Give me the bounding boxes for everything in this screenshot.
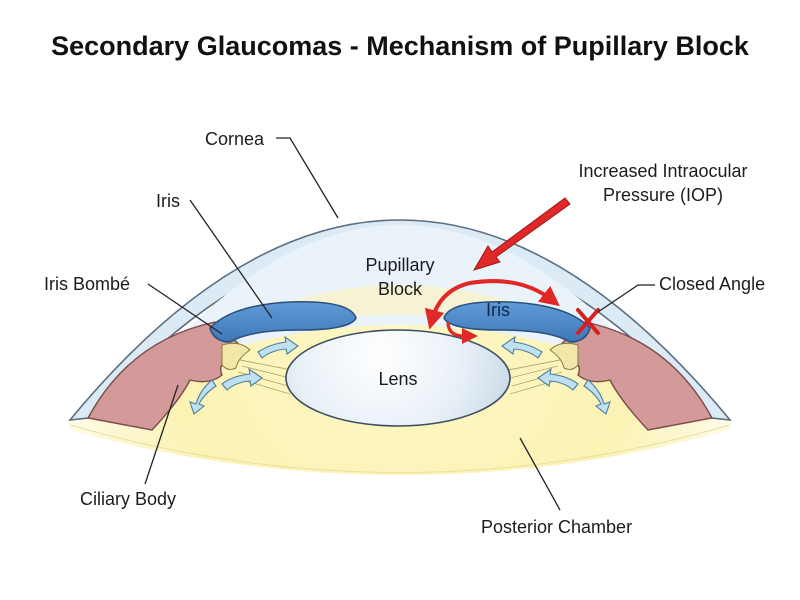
ciliary-process-left	[221, 342, 251, 370]
posterior-chamber-base-line	[69, 424, 731, 473]
flow-arrow-right-upper	[501, 335, 543, 359]
leader-iris-bombe	[147, 283, 223, 335]
flow-arrow-right-lower	[537, 367, 579, 391]
diagram-title: Secondary Glaucomas - Mechanism of Pupil…	[51, 31, 750, 61]
ciliary-body-right	[553, 321, 714, 431]
ciliary-body-left	[86, 321, 247, 431]
iop-arrow	[472, 197, 571, 271]
label-iris-bombe: Iris Bombé	[44, 274, 130, 294]
label-iris-inner: Iris	[486, 300, 510, 320]
leader-iris-left	[189, 199, 273, 319]
leader-closed-angle	[597, 284, 655, 313]
iris-left	[209, 301, 357, 343]
flow-arrow-right-outer	[583, 379, 611, 415]
pressure-arc-arrow	[424, 279, 560, 330]
label-ciliary-body: Ciliary Body	[80, 489, 176, 509]
label-iris-left: Iris	[156, 191, 180, 211]
label-posterior-chamber: Posterior Chamber	[481, 517, 632, 537]
label-iop-line1: Increased Intraocular	[578, 161, 747, 181]
lens	[285, 329, 511, 427]
label-cornea: Cornea	[205, 129, 265, 149]
label-iop-line2: Pressure (IOP)	[603, 185, 723, 205]
label-closed-angle: Closed Angle	[659, 274, 765, 294]
leader-posterior-chamber	[519, 437, 561, 511]
pressure-curl-arrow	[446, 321, 478, 344]
label-pupillary-block-line1: Pupillary	[365, 255, 434, 275]
flow-arrow-left-lower	[221, 367, 263, 391]
label-pupillary-block-line2: Block	[378, 279, 423, 299]
leader-cornea	[276, 137, 339, 219]
flow-arrow-left-upper	[257, 335, 299, 359]
ciliary-process-right	[549, 342, 579, 370]
closed-angle-x-mark	[576, 308, 600, 335]
flow-arrow-left-outer	[189, 379, 217, 415]
aqueous-flow-arrows	[189, 335, 611, 415]
label-lens: Lens	[378, 369, 417, 389]
leader-ciliary-body	[144, 384, 179, 485]
